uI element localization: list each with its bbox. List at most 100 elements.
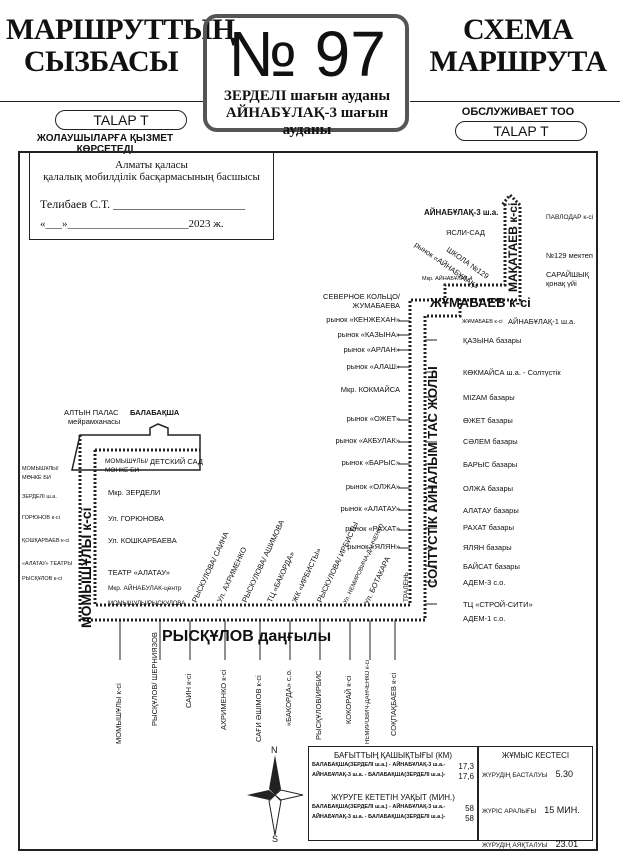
stop-koshkarbaeva: Ул. КОШКАРБАЕВА: [108, 536, 177, 545]
time-title: ЖҮРУГЕ КЕТЕТІН УАҚЫТ (МИН.): [331, 793, 455, 802]
stop-balabaksha: БАЛАБАҚША: [130, 408, 180, 417]
distance-row-1-value: 17,3: [458, 762, 474, 771]
stop-left-3: рынок «КАЗЫНА»: [337, 330, 400, 339]
stop-mkr-zerdeli: Мкр. ЗЕРДЕЛИ: [108, 488, 161, 497]
schedule-title: ЖҰМЫС КЕСТЕСІ: [501, 751, 570, 760]
stop-left-13: рынок «ЯЛЯН»: [347, 542, 400, 551]
stop-left-6: Мкр. КОКМАЙСА: [340, 385, 400, 394]
stop-right-10: РАХАТ базары: [463, 523, 514, 532]
route-districts: ЗЕРДЕЛІ шағын ауданы АЙНАБҰЛАҚ-3 шағын а…: [212, 88, 402, 139]
stop-right-5: ӨЖЕТ базары: [463, 416, 513, 425]
schedule-start-value: 5.30: [555, 769, 574, 779]
time-row-2: АЙНАБҰЛАҚ-3 ш.а. - БАЛАБАҚША(ЗЕРДЕЛІ ш.а…: [309, 813, 477, 823]
operator-right-pill: TALAP T: [455, 121, 587, 141]
district-1: ЗЕРДЕЛІ шағын ауданы: [223, 88, 391, 104]
stop-right-3: КӨКМАЙСА ш.а. - Солтүстік: [463, 368, 561, 377]
approval-box: Алматы қаласы қалалық мобилділік басқарм…: [29, 152, 274, 240]
stops-far-left: МОМЫШҰЛЫ/ МӨНКЕ БИ ЗЕРДЕЛІ ш.а. ГОРЮНОВ …: [22, 465, 72, 584]
schedule-interval-label: ЖҮРІС АРАЛЫҒЫ: [482, 808, 537, 815]
road-momyshuly: МОМЫШҰЛЫ к-сі: [78, 507, 94, 628]
route-number: № 97: [228, 18, 386, 90]
schedule-end: ЖҮРУДІҢ АЯҚТАЛУЫ 23.01: [479, 818, 592, 852]
stop-momyshuly-monke: МОМЫШҰЛЫ/: [105, 458, 149, 465]
stop-mkr-ain-center: Мкр. АЙНАБУЛАК-центр: [108, 585, 182, 592]
stops-left-column: СЕВЕРНОЕ КОЛЬЦО/ ЖУМАБАЕВА рынок «КЕНЖЕХ…: [300, 292, 400, 551]
map-frame: [18, 151, 598, 851]
stop-left-9: рынок «БАРЫС»: [341, 458, 400, 467]
road-makataev: МАҚАТАЕВ к-сі: [506, 202, 520, 292]
schedule-interval: ЖҮРІС АРАЛЫҒЫ 15 МИН.: [479, 782, 592, 818]
approval-line2: қалалық мобилділік басқармасының басшысы: [43, 171, 260, 183]
distance-row-2-label: АЙНАБҰЛАҚ-3 ш.а. - БАЛАБАҚША(ЗЕРДЕЛІ ш.а…: [312, 772, 446, 778]
distance-row-1: БАЛАБАҚША(ЗЕРДЕЛІ ш.а.) - АЙНАБҰЛАҚ-3 ш.…: [309, 760, 477, 771]
road-rysqulov: РЫСҚҰЛОВ даңғылы: [162, 628, 332, 645]
stop-right-0: ЖҰМАБАЕВ к-сі: [462, 319, 503, 325]
schedule-box: ЖҰМЫС КЕСТЕСІ ЖҮРУДІҢ БАСТАЛУЫ 5.30 ЖҮРІ…: [478, 746, 593, 849]
title-ru-line2: МАРШРУТА: [429, 45, 607, 78]
road-zhumabaev: ЖҰМАБАЕВ к-сі: [430, 295, 531, 310]
compass-s: S: [272, 834, 279, 844]
stop-bottom-7: КОКОРАЙ к-сі: [344, 675, 353, 724]
stop-right-11: ЯЛЯН базары: [463, 543, 512, 552]
stop-right-9: АЛАТАУ базары: [463, 506, 519, 515]
stop-left-4: рынок «АРЛАН»: [343, 345, 400, 354]
stop-saraishyk: САРАЙШЫҚ: [546, 270, 590, 279]
header-rule-left: [0, 101, 203, 102]
compass-n: N: [271, 745, 278, 755]
time-row-2-value: 58: [465, 814, 474, 823]
compass-rose: [247, 755, 304, 836]
stop-left-5: рынок «АЛАШ»: [346, 362, 400, 371]
operator-left-caption: ЖОЛАУШЫЛАРҒА ҚЫЗМЕТ КӨРСЕТЕДІ: [36, 133, 174, 155]
time-row-1: БАЛАБАҚША(ЗЕРДЕЛІ ш.а.) - АЙНАБҰЛАҚ-3 ш.…: [309, 802, 477, 813]
time-row-1-label: БАЛАБАҚША(ЗЕРДЕЛІ ш.а.) - АЙНАБҰЛАҚ-3 ш.…: [312, 804, 446, 810]
stop-left-1: ЖУМАБАЕВА: [352, 301, 400, 310]
title-ru: СХЕМА МАРШРУТА: [420, 14, 616, 78]
title-ru-line1: СХЕМА: [462, 13, 574, 46]
stop-school129: №129 мектеп: [546, 251, 593, 260]
stop-right-14: ТЦ «СТРОЙ-СИТИ»: [463, 600, 533, 609]
route-line: [71, 192, 522, 622]
stop-bottom-4: САҒИ ӘШІМОВ к-сі: [254, 675, 263, 742]
stop-bottom-1a: РЫСҚҰЛОВ/ ШЕРНИЯЗОВ: [150, 632, 159, 726]
stop-bottom-9: СОҚПАҚБАЕВ к-сі: [389, 672, 398, 736]
stop-right-2: ҚАЗЫНА базары: [463, 336, 522, 345]
stop-far-4: ҚОШҚАРБАЕВ к-сі: [22, 538, 70, 544]
distance-row-2-value: 17,6: [458, 772, 474, 781]
stop-ainabulak3: АЙНАБҰЛАҚ-3 ш.а.: [424, 208, 499, 217]
stop-left-11: рынок «АЛАТАУ»: [340, 504, 400, 513]
stop-bottom-8: НЕМИРОВИЧ-ДАНЧЕНКО к-сі: [365, 660, 371, 744]
stop-right-8: ОЛЖА базары: [463, 484, 514, 493]
stop-konak: қонақ үйі: [546, 279, 577, 288]
stop-left-12: рынок «РАХАТ»: [345, 524, 400, 533]
distance-row-2: АЙНАБҰЛАҚ-3 ш.а. - БАЛАБАҚША(ЗЕРДЕЛІ ш.а…: [309, 771, 477, 781]
stop-far-5: «АЛАТАУ» ТЕАТРЫ: [22, 561, 73, 567]
route-info-box: БАҒЫТТЫҢ ҚАШЫҚТЫҒЫ (КМ) БАЛАБАҚША(ЗЕРДЕЛ…: [308, 746, 478, 841]
time-row-2-label: АЙНАБҰЛАҚ-3 ш.а. - БАЛАБАҚША(ЗЕРДЕЛІ ш.а…: [312, 814, 446, 820]
stop-ticks: [119, 320, 437, 660]
stop-momyshuly-rysk: МОМЫШУЛЫ/РЫСКУЛОВА: [108, 601, 186, 607]
stop-pavlodar: ПАВЛОДАР к-сі: [546, 214, 594, 221]
stop-altyn-palas: АЛТЫН ПАЛАС: [64, 408, 119, 417]
stop-right-7: БАРЫС базары: [463, 460, 518, 469]
stop-bottom-0: МОМЫШҰЛЫ к-сі: [114, 683, 123, 744]
stop-detskii-sad: ДЕТСКИЙ САД: [150, 457, 203, 466]
stop-teatr-alatau: ТЕАТР «АЛАТАУ»: [108, 568, 170, 577]
schedule-interval-value: 15 МИН.: [544, 805, 580, 815]
stop-right-15: АДЕМ-1 с.о.: [463, 614, 506, 623]
time-row-1-value: 58: [465, 804, 474, 813]
stop-bottom-2: САИН к-сі: [184, 673, 193, 708]
stop-left-7: рынок «ОЖЕТ»: [346, 414, 400, 423]
stop-right-4: MIZAM базары: [463, 393, 515, 402]
stop-left-8: рынок «АКБУЛАК»: [335, 436, 400, 445]
stop-right-6: СӘЛЕМ базары: [463, 437, 518, 446]
stop-far-0: МОМЫШҰЛЫ/: [22, 466, 59, 472]
stop-meiramkhana: мейрамханасы: [68, 417, 121, 426]
stop-diag-8: ТРАЛЕНЬ: [403, 572, 410, 602]
route-number-box: [203, 14, 409, 132]
stop-far-3: ГОРЮНОВ к-сі: [22, 515, 60, 521]
title-kz-line2: СЫЗБАСЫ: [23, 45, 179, 78]
stop-right-12: БАЙСАТ базары: [463, 562, 520, 571]
stop-monke-bi: МӨНКЕ БИ: [105, 467, 140, 474]
stop-far-6: РЫСҚҰЛОВ к-сі: [22, 576, 63, 582]
